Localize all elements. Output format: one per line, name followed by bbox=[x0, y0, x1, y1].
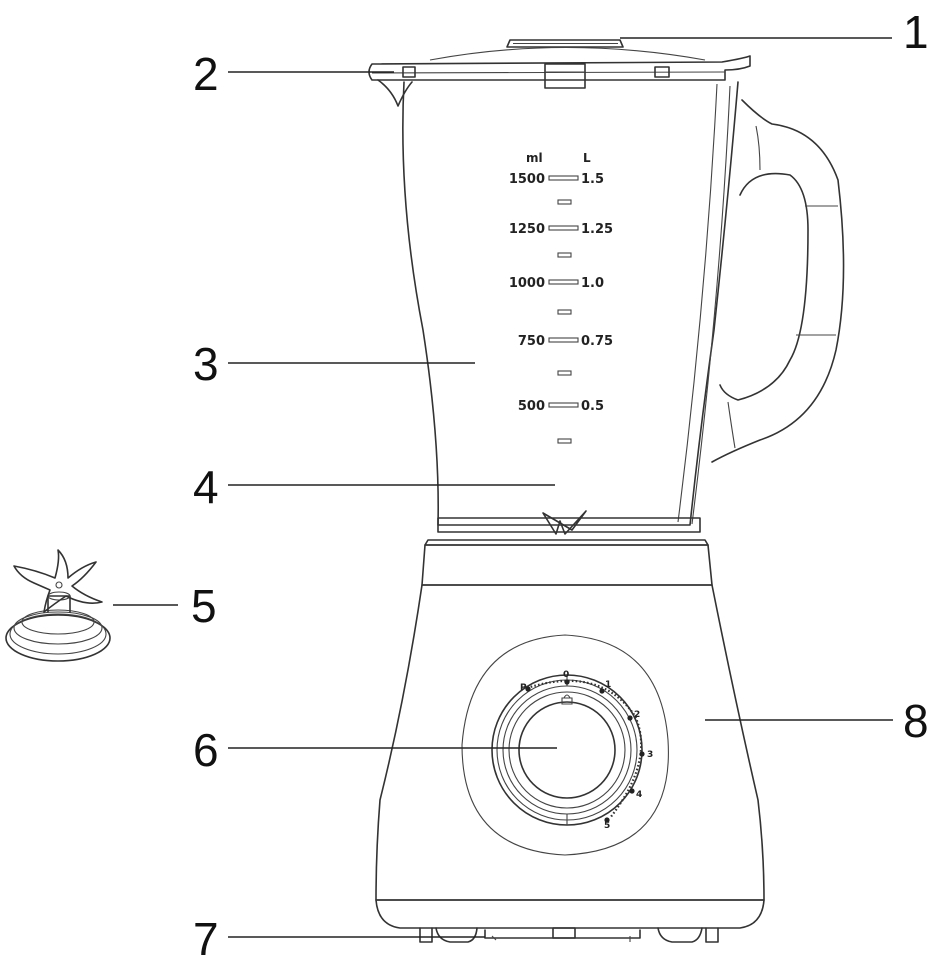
scale-ml-500: 500 bbox=[518, 399, 545, 414]
scale-l-1.0: 1.0 bbox=[581, 276, 604, 291]
blade-assembly bbox=[5, 549, 111, 662]
scale-l-0.5: 0.5 bbox=[581, 399, 604, 414]
dial-label-5: 5 bbox=[604, 821, 610, 831]
jar: ml L 1500 1.5 1250 1.25 1000 1.0 750 0.75 500 0.5 bbox=[368, 39, 845, 535]
base-body-shape bbox=[375, 584, 765, 901]
callout-label-3: 3 bbox=[193, 338, 219, 390]
scale-ml-1250: 1250 bbox=[509, 222, 545, 237]
dial-dot-0 bbox=[564, 679, 570, 685]
scale-l-1.25: 1.25 bbox=[581, 222, 613, 237]
dial-dot-2 bbox=[627, 715, 633, 721]
scale-tick-1250 bbox=[548, 225, 579, 231]
dial-label-3: 3 bbox=[647, 750, 653, 760]
scale-header-ml: ml bbox=[526, 151, 543, 165]
scale-ml-1500: 1500 bbox=[509, 172, 545, 187]
scale-l-0.75: 0.75 bbox=[581, 334, 613, 349]
lid-clip-shape bbox=[544, 63, 586, 89]
dial-label-1: 1 bbox=[605, 680, 611, 690]
scale-ml-750: 750 bbox=[518, 334, 545, 349]
measurement-scale: ml L 1500 1.5 1250 1.25 1000 1.0 750 0.75 500 0.5 bbox=[509, 151, 613, 444]
scale-tick-1500 bbox=[548, 175, 579, 181]
speed-dial-knob bbox=[518, 701, 616, 799]
dial-dot-P bbox=[525, 686, 531, 692]
dial-label-0: 0 bbox=[563, 670, 569, 680]
blade-gasket-outer bbox=[5, 614, 111, 662]
control-panel-shape bbox=[461, 634, 669, 856]
dial-dot-1 bbox=[599, 688, 605, 694]
lid-cap-shape bbox=[506, 39, 624, 48]
lid-shape bbox=[368, 55, 751, 81]
motor-base: P 0 1 2 3 4 5 bbox=[375, 539, 765, 943]
scale-ml-1000: 1000 bbox=[509, 276, 545, 291]
dial-label-2: 2 bbox=[634, 710, 640, 720]
blade-shape bbox=[13, 549, 103, 613]
scale-tick-1000 bbox=[548, 279, 579, 285]
scale-header-l: L bbox=[583, 151, 591, 165]
callout-label-4: 4 bbox=[193, 461, 219, 513]
handle-shape bbox=[711, 99, 845, 463]
callout-label-2: 2 bbox=[193, 48, 219, 100]
scale-l-1.5: 1.5 bbox=[581, 172, 604, 187]
callout-label-6: 6 bbox=[193, 724, 219, 776]
scale-tick-750 bbox=[548, 337, 579, 343]
dial-label-P: P bbox=[520, 683, 527, 693]
callout-label-8: 8 bbox=[903, 695, 929, 747]
blade-tips-shape bbox=[542, 510, 587, 535]
dial-dot-3 bbox=[639, 751, 645, 757]
jar-body-shape bbox=[402, 81, 739, 526]
dial-dot-5 bbox=[604, 817, 610, 823]
scale-tick-500 bbox=[548, 402, 579, 408]
coupling-collar-shape bbox=[421, 544, 713, 586]
dial-dot-4 bbox=[629, 788, 635, 794]
dial-label-4: 4 bbox=[636, 790, 642, 800]
callout-label-1: 1 bbox=[903, 6, 929, 58]
callout-label-7: 7 bbox=[193, 913, 219, 956]
callout-label-5: 5 bbox=[191, 580, 217, 632]
callouts: 1 2 3 4 5 6 7 8 bbox=[113, 6, 929, 956]
